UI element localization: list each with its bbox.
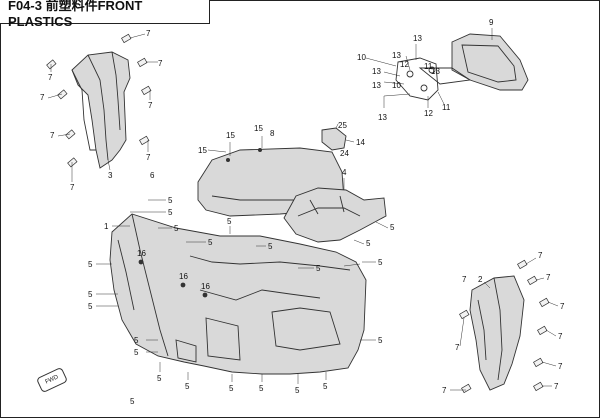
callout-3: 3 — [108, 171, 113, 180]
callout-5: 5 — [295, 386, 300, 395]
callout-15: 15 — [198, 146, 207, 155]
callout-7: 7 — [70, 183, 75, 192]
callout-5: 5 — [130, 397, 135, 406]
callout-10: 10 — [357, 53, 366, 62]
clip-group-left — [46, 33, 152, 168]
callout-5: 5 — [366, 239, 371, 248]
callout-5: 5 — [227, 217, 232, 226]
callout-5: 5 — [168, 196, 173, 205]
callout-7: 7 — [40, 93, 45, 102]
callout-5: 5 — [88, 260, 93, 269]
callout-7: 7 — [455, 343, 460, 352]
part-9-headlight-bracket — [395, 33, 529, 101]
callout-7: 7 — [538, 251, 543, 260]
callout-8: 8 — [270, 129, 275, 138]
callout-12: 12 — [424, 109, 433, 118]
callout-1: 1 — [104, 222, 109, 231]
callout-13: 13 — [372, 67, 381, 76]
callout-5: 5 — [323, 382, 328, 391]
callout-6: 6 — [150, 171, 155, 180]
callout-15: 15 — [226, 131, 235, 140]
callout-5: 5 — [229, 384, 234, 393]
callout-12: 12 — [400, 60, 409, 69]
callout-7: 7 — [558, 332, 563, 341]
screw-group-main — [96, 199, 376, 384]
callout-7: 7 — [442, 386, 447, 395]
callout-5: 5 — [378, 336, 383, 345]
callout-7: 7 — [146, 29, 151, 38]
callout-5: 5 — [174, 224, 179, 233]
callout-7: 7 — [462, 275, 467, 284]
callout-9: 9 — [489, 18, 494, 27]
callout-5: 5 — [88, 290, 93, 299]
part-3-side-panel — [71, 51, 131, 169]
callout-7: 7 — [158, 59, 163, 68]
callout-16: 16 — [179, 272, 188, 281]
callout-13: 13 — [431, 67, 440, 76]
callout-7: 7 — [554, 382, 559, 391]
callout-13: 13 — [413, 34, 422, 43]
part-2-right-side-cover — [469, 275, 525, 391]
callout-14: 14 — [356, 138, 365, 147]
callout-7: 7 — [48, 73, 53, 82]
callout-5: 5 — [316, 264, 321, 273]
part-1-main-front-body — [109, 213, 367, 375]
callout-5: 5 — [268, 242, 273, 251]
callout-13: 13 — [392, 51, 401, 60]
callout-7: 7 — [558, 362, 563, 371]
callout-11: 11 — [442, 103, 451, 112]
callout-24: 24 — [340, 149, 349, 158]
diagram-title: F04-3 前塑料件FRONT PLASTICS — [0, 0, 210, 29]
callout-13: 13 — [378, 113, 387, 122]
callout-5: 5 — [185, 382, 190, 391]
callout-11: 11 — [424, 62, 433, 71]
callout-15: 15 — [254, 124, 263, 133]
callout-5: 5 — [168, 208, 173, 217]
callout-10: 10 — [392, 81, 401, 90]
callout-13: 13 — [372, 81, 381, 90]
callout-5: 5 — [157, 374, 162, 383]
callout-5: 5 — [390, 223, 395, 232]
callout-5: 5 — [134, 336, 139, 345]
callout-25: 25 — [338, 121, 347, 130]
callout-4: 4 — [342, 168, 347, 177]
callout-5: 5 — [208, 238, 213, 247]
callout-7: 7 — [50, 131, 55, 140]
callout-16: 16 — [201, 282, 210, 291]
part-24-bracket — [321, 123, 355, 151]
callout-5: 5 — [88, 302, 93, 311]
callout-7: 7 — [146, 153, 151, 162]
callout-16: 16 — [137, 249, 146, 258]
callout-5: 5 — [134, 348, 139, 357]
callout-labels: 9 13 10 13 12 11 13 13 10 13 12 11 13 25… — [40, 18, 565, 406]
callout-5: 5 — [259, 384, 264, 393]
clip-group-right — [459, 259, 550, 394]
callout-7: 7 — [546, 273, 551, 282]
callout-5: 5 — [378, 258, 383, 267]
callout-7: 7 — [560, 302, 565, 311]
callout-2: 2 — [478, 275, 483, 284]
callout-7: 7 — [148, 101, 153, 110]
part-4-storage-tray — [283, 178, 389, 245]
